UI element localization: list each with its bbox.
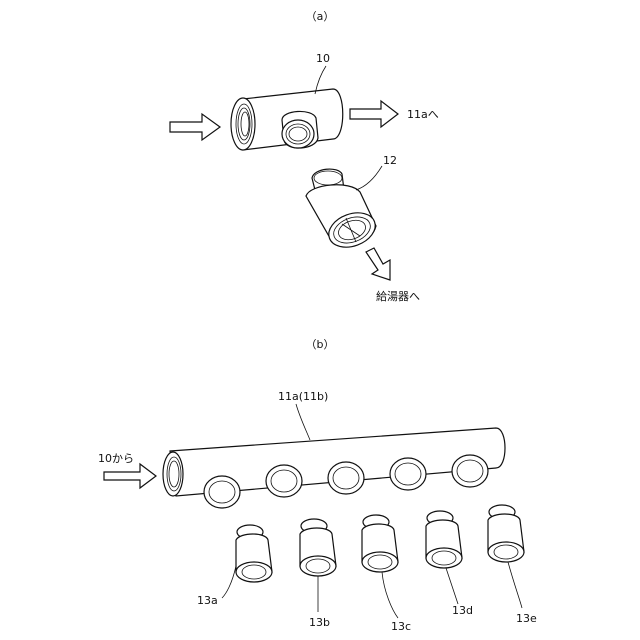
- caption-b: （b）: [306, 338, 335, 351]
- caption-a: （a）: [306, 10, 335, 23]
- inlet-arrow-b: [104, 464, 156, 488]
- label-11a: 11aへ: [407, 108, 439, 121]
- outlet-arrow-a: [350, 101, 398, 127]
- label-13d: 13d: [452, 604, 473, 617]
- leader-13d: [446, 568, 458, 604]
- fitting-13b: [300, 519, 336, 576]
- label-11a-11b: 11a(11b): [278, 390, 328, 403]
- label-13b: 13b: [309, 616, 330, 629]
- leader-13a: [222, 566, 236, 598]
- header-branch-1: [204, 476, 240, 508]
- heater-arrow: [366, 248, 390, 280]
- fitting-13e: [488, 505, 524, 562]
- label-10: 10: [316, 52, 330, 65]
- header-branch-4: [390, 458, 426, 490]
- fitting-13c: [362, 515, 398, 572]
- label-13e: 13e: [516, 612, 537, 625]
- fitting-13d: [426, 511, 462, 568]
- label-13a: 13a: [197, 594, 218, 607]
- leader-11a: [296, 404, 310, 440]
- header-branch-2: [266, 465, 302, 497]
- header-branch-3: [328, 462, 364, 494]
- fitting-12: [306, 169, 380, 253]
- label-inlet: 10から: [98, 452, 134, 465]
- label-12: 12: [383, 154, 397, 167]
- inlet-arrow-a: [170, 114, 220, 140]
- leader-12: [356, 166, 382, 190]
- tee-fitting-10: [231, 89, 343, 150]
- leader-13e: [508, 562, 522, 608]
- fitting-13a: [236, 525, 272, 582]
- leader-13c: [382, 572, 398, 618]
- header-branch-5: [452, 455, 488, 487]
- label-heater: 給湯器へ: [376, 289, 420, 303]
- label-13c: 13c: [391, 620, 411, 633]
